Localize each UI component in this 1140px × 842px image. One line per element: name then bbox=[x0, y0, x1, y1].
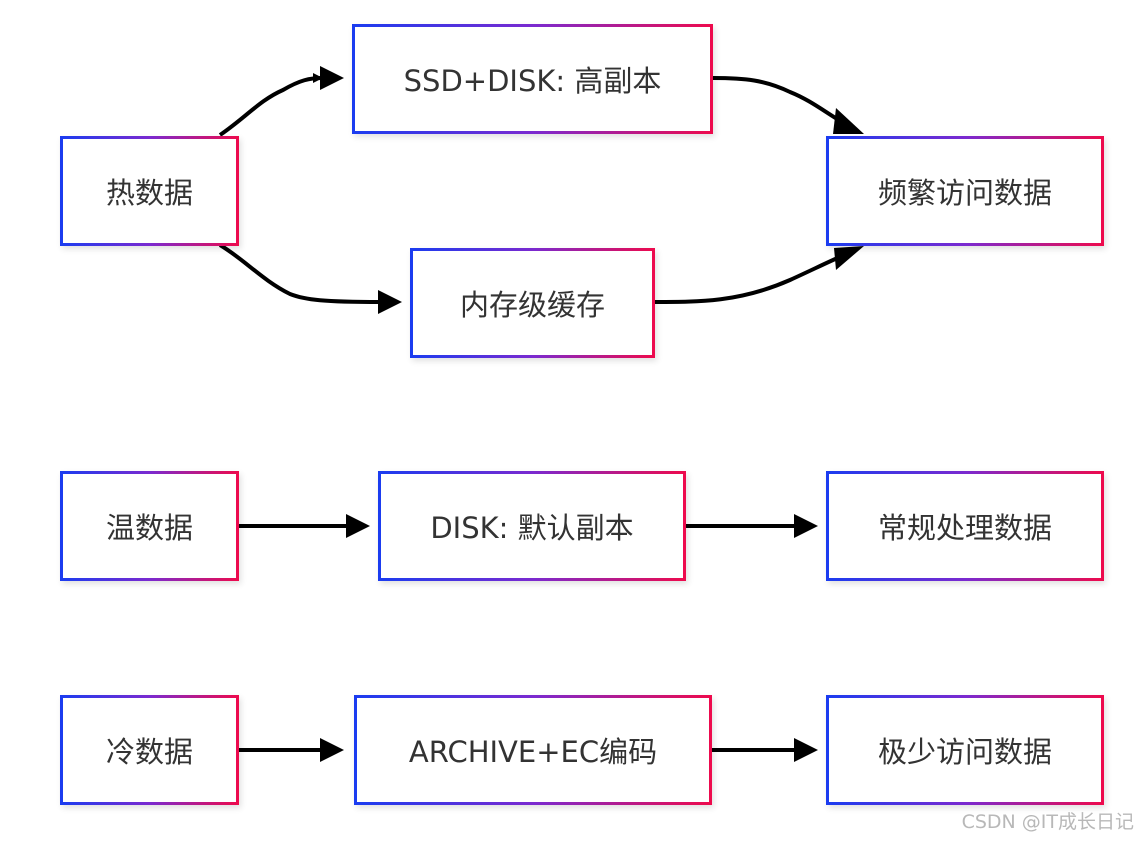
edge-memory-to-result bbox=[654, 254, 843, 304]
arrowhead-disk-to-warm-result bbox=[794, 514, 818, 538]
node-frequent-access-label: 频繁访问数据 bbox=[829, 139, 1101, 243]
node-hot-data: 热数据 bbox=[60, 136, 239, 246]
node-frequent-access: 频繁访问数据 bbox=[826, 136, 1104, 246]
arrowhead-archive-to-cold-result bbox=[794, 738, 818, 762]
node-cold-data: 冷数据 bbox=[60, 695, 239, 805]
node-archive-ec: ARCHIVE+EC编码 bbox=[354, 695, 712, 805]
arrowhead-hot-to-memory bbox=[378, 290, 402, 314]
node-regular-processing: 常规处理数据 bbox=[826, 471, 1104, 581]
node-warm-data-label: 温数据 bbox=[63, 474, 236, 578]
arrowhead-cold-to-archive bbox=[320, 738, 344, 762]
node-ssd-disk-high-replica-label: SSD+DISK: 高副本 bbox=[355, 27, 710, 131]
node-rare-access: 极少访问数据 bbox=[826, 695, 1104, 805]
watermark: CSDN @IT成长日记 bbox=[961, 811, 1134, 833]
edge-hot-to-ssd bbox=[218, 73, 323, 137]
arrowhead-ssd-to-result bbox=[833, 108, 864, 134]
node-regular-processing-label: 常规处理数据 bbox=[829, 474, 1101, 578]
node-cold-data-label: 冷数据 bbox=[63, 698, 236, 802]
node-memory-cache: 内存级缓存 bbox=[410, 248, 655, 358]
edge-ssd-to-result bbox=[712, 76, 844, 124]
arrowhead-memory-to-result bbox=[834, 246, 864, 270]
node-disk-default-replica-label: DISK: 默认副本 bbox=[381, 474, 683, 578]
node-memory-cache-label: 内存级缓存 bbox=[413, 251, 652, 355]
node-warm-data: 温数据 bbox=[60, 471, 239, 581]
node-ssd-disk-high-replica: SSD+DISK: 高副本 bbox=[352, 24, 713, 134]
node-hot-data-label: 热数据 bbox=[63, 139, 236, 243]
arrowhead-warm-to-disk bbox=[346, 514, 370, 538]
edge-hot-to-memory bbox=[218, 243, 381, 304]
node-disk-default-replica: DISK: 默认副本 bbox=[378, 471, 686, 581]
node-archive-ec-label: ARCHIVE+EC编码 bbox=[357, 698, 709, 802]
arrowhead-hot-to-ssd bbox=[320, 66, 344, 90]
node-rare-access-label: 极少访问数据 bbox=[829, 698, 1101, 802]
